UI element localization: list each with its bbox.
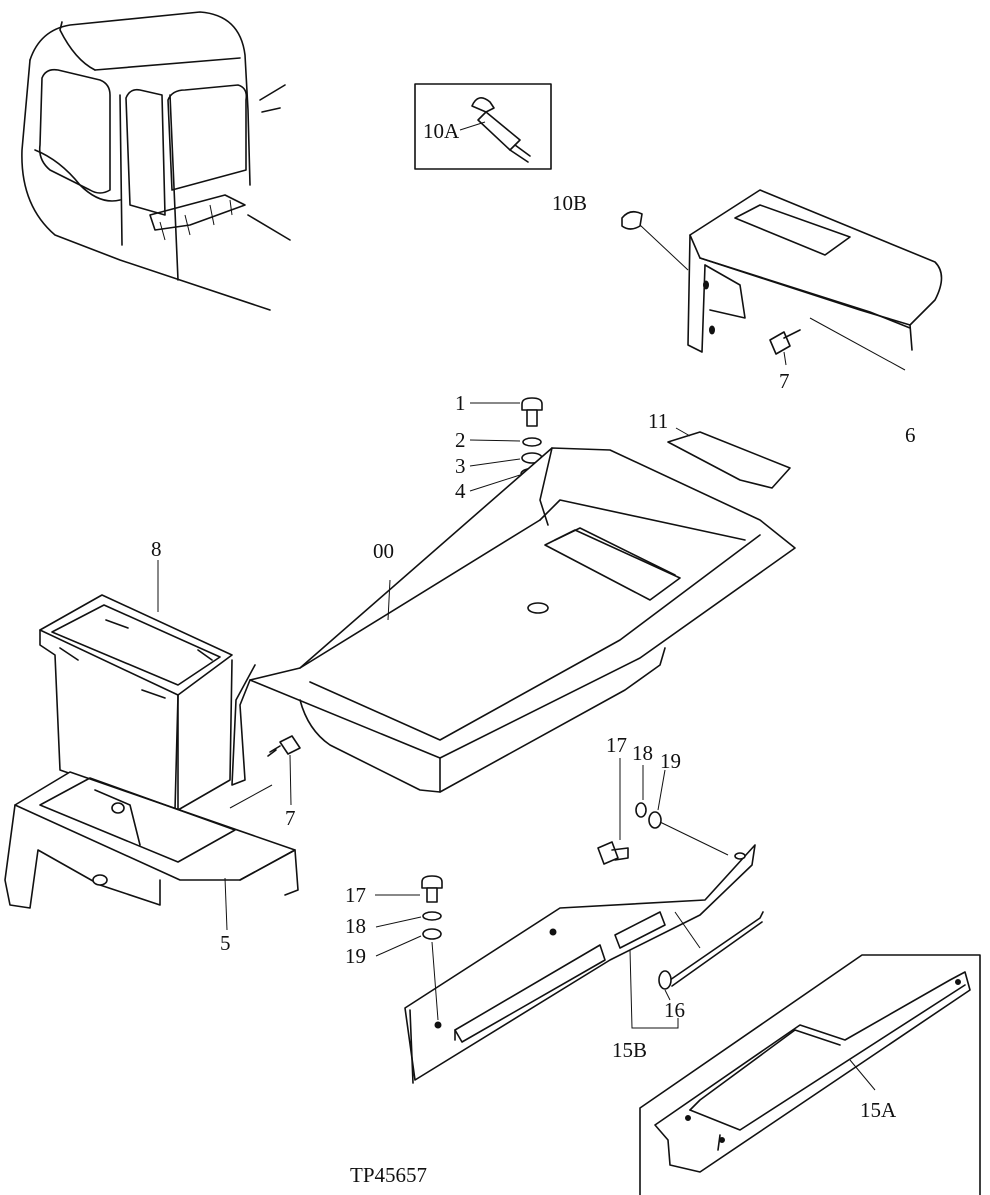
label-18-upper: 18 (632, 741, 653, 765)
part-16-rod (658, 911, 764, 1001)
part-10a-inset (414, 83, 552, 170)
bolt-7-lower (229, 735, 301, 809)
label-7-lower: 7 (285, 806, 296, 830)
part-11-pad (667, 427, 791, 489)
label-3: 3 (455, 454, 466, 478)
label-6: 6 (905, 423, 916, 447)
label-16: 16 (664, 998, 685, 1022)
label-11: 11 (648, 409, 668, 433)
label-8: 8 (151, 537, 162, 561)
part-8-box (39, 560, 233, 811)
label-4: 4 (455, 479, 466, 503)
label-19-lower: 19 (345, 944, 366, 968)
part-6-panel (621, 189, 943, 371)
label-2: 2 (455, 428, 466, 452)
label-00: 00 (373, 539, 394, 563)
cab-overview-illustration (21, 11, 291, 311)
hardware-17-19-upper (597, 758, 729, 865)
label-17-upper: 17 (606, 733, 627, 757)
label-19-upper: 19 (660, 749, 681, 773)
label-5: 5 (220, 931, 231, 955)
label-10a: 10A (423, 119, 460, 143)
label-10b: 10B (552, 191, 587, 215)
part-15b-bracket (404, 844, 756, 1084)
label-15b: 15B (612, 1038, 647, 1062)
console-00 (231, 447, 796, 793)
label-18-lower: 18 (345, 914, 366, 938)
callout-labels: 10A 10B 7 6 1 2 3 4 11 8 00 7 5 17 18 19… (151, 119, 916, 1187)
label-7-upper: 7 (779, 369, 790, 393)
label-15a: 15A (860, 1098, 897, 1122)
part-15a-inset (639, 954, 981, 1195)
figure-code: TP45657 (350, 1163, 427, 1187)
hardware-17-19-lower (375, 875, 443, 1021)
part-5-bracket (4, 771, 299, 931)
label-1: 1 (455, 391, 466, 415)
label-17-lower: 17 (345, 883, 366, 907)
